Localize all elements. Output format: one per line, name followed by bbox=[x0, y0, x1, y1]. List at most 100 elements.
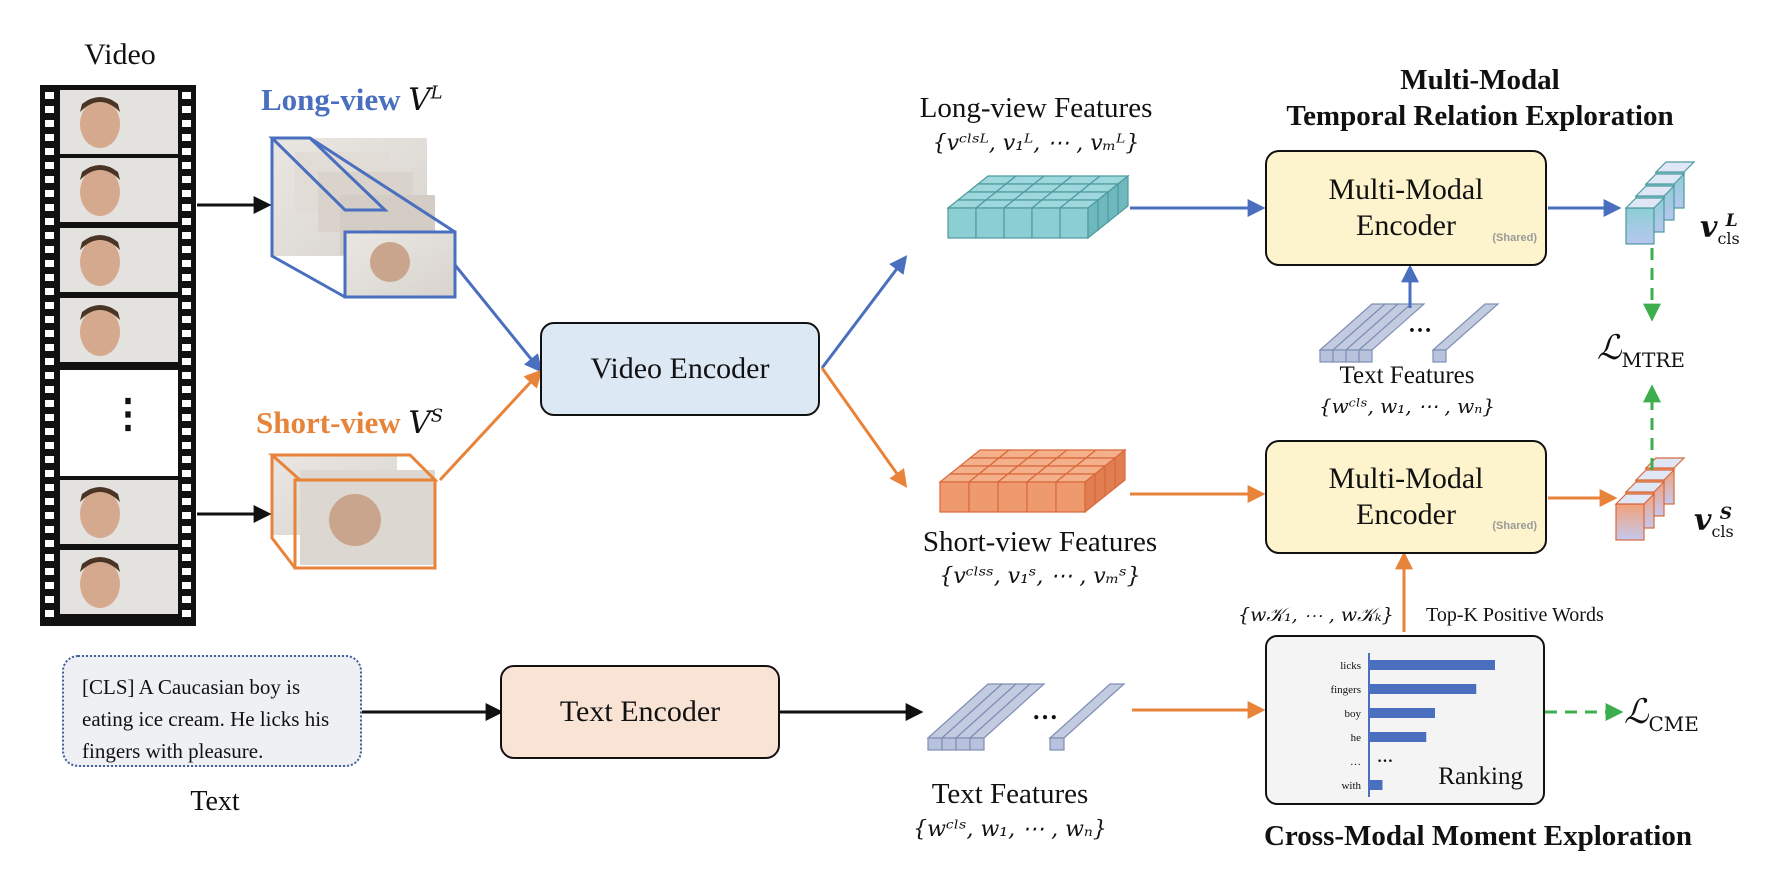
grid-cell-front bbox=[1026, 481, 1057, 513]
long-view-text: Long-view bbox=[261, 82, 401, 117]
ranking-word-label: fingers bbox=[1330, 684, 1361, 696]
text-features-title: Text Features bbox=[931, 778, 1089, 810]
text-features-formula: {wᶜˡˢ, w₁, ⋯ , wₙ} bbox=[913, 817, 1107, 842]
frame-hair bbox=[80, 235, 120, 250]
cls-token-top bbox=[1624, 481, 1666, 493]
frame-hair bbox=[80, 165, 120, 180]
film-perforation bbox=[182, 148, 191, 155]
film-perforation bbox=[182, 484, 191, 491]
text-feature-bars-bottom bbox=[926, 683, 1126, 751]
film-perforation bbox=[182, 92, 191, 99]
text-token-front bbox=[1432, 349, 1447, 363]
film-perforation bbox=[182, 512, 191, 519]
film-perforation bbox=[45, 106, 54, 113]
film-perforation bbox=[182, 176, 191, 183]
short-view-feature-grid bbox=[938, 448, 1127, 514]
film-perforation bbox=[182, 386, 191, 393]
film-perforation bbox=[45, 456, 54, 463]
ranking-word-label: he bbox=[1351, 732, 1362, 744]
grid-cell-front bbox=[975, 207, 1005, 239]
film-perforation bbox=[45, 134, 54, 141]
text-token-front bbox=[1319, 349, 1334, 363]
film-perforation bbox=[182, 526, 191, 533]
ranking-word-label: boy bbox=[1345, 708, 1362, 720]
cls-token-top bbox=[1644, 173, 1686, 185]
mm-encoder-top: Multi-Modal Encoder (Shared) bbox=[1265, 150, 1547, 266]
cls-token-top bbox=[1654, 161, 1696, 173]
long-view-label: Long-view VL bbox=[261, 82, 443, 118]
film-perforation bbox=[182, 106, 191, 113]
frame-hair bbox=[80, 97, 120, 112]
grid-cell-side bbox=[1087, 198, 1099, 240]
grid-cell-front bbox=[1059, 207, 1089, 239]
short-view-text: Short-view bbox=[256, 405, 401, 440]
text-token-front bbox=[1345, 349, 1360, 363]
mm-encoder-bottom-line1: Multi-Modal bbox=[1328, 462, 1484, 495]
ranking-label: Ranking bbox=[1438, 763, 1523, 790]
film-perforation bbox=[45, 246, 54, 253]
film-perforation bbox=[45, 176, 54, 183]
grid-cell-front bbox=[968, 481, 999, 513]
frame-face bbox=[80, 100, 120, 148]
film-perforation bbox=[45, 344, 54, 351]
film-perforation bbox=[45, 330, 54, 337]
film-perforation bbox=[182, 540, 191, 547]
film-perforation bbox=[182, 330, 191, 337]
arrows bbox=[197, 196, 1661, 721]
text-token-front bbox=[955, 737, 971, 751]
film-perforation bbox=[182, 204, 191, 211]
film-perforation bbox=[182, 498, 191, 505]
film-perforation bbox=[182, 302, 191, 309]
vcls-long-token-stack bbox=[1624, 161, 1696, 245]
mm-encoder-top-line2: Encoder bbox=[1356, 209, 1456, 242]
film-perforation bbox=[182, 400, 191, 407]
film-perforation bbox=[182, 344, 191, 351]
film-perforation bbox=[45, 260, 54, 267]
text-encoder-box: Text Encoder bbox=[500, 665, 780, 759]
film-perforation bbox=[182, 554, 191, 561]
vcls-short-label: vclsS bbox=[1694, 503, 1734, 541]
film-perforation bbox=[45, 400, 54, 407]
mtre-title-line2: Temporal Relation Exploration bbox=[1286, 100, 1674, 132]
film-perforation bbox=[182, 414, 191, 421]
film-perforation bbox=[45, 218, 54, 225]
film-perforation bbox=[45, 148, 54, 155]
film-perforation bbox=[45, 540, 54, 547]
vcls-short-token-stack bbox=[1614, 457, 1686, 541]
film-perforation bbox=[45, 316, 54, 323]
film-perforation bbox=[45, 190, 54, 197]
film-perforation bbox=[45, 274, 54, 281]
film-perforation bbox=[45, 442, 54, 449]
long-view-feature-grid bbox=[946, 174, 1130, 240]
film-perforation bbox=[45, 232, 54, 239]
cls-token-cell bbox=[1615, 503, 1645, 541]
text-features-mid-formula: {wᶜˡˢ, w₁, ⋯ , wₙ} bbox=[1318, 394, 1496, 418]
ranking-bar bbox=[1370, 780, 1383, 790]
ranking-bar bbox=[1370, 684, 1477, 694]
film-perforation bbox=[182, 372, 191, 379]
mm-encoder-bottom-line2: Encoder bbox=[1356, 498, 1456, 531]
cls-token-top bbox=[1614, 493, 1656, 505]
ranking-word-label: licks bbox=[1340, 660, 1361, 672]
mm-encoder-bottom-shared: (Shared) bbox=[1492, 520, 1537, 532]
film-perforation bbox=[45, 498, 54, 505]
film-ellipsis: ⋮ bbox=[108, 391, 148, 436]
topk-label: Top-K Positive Words bbox=[1426, 604, 1604, 626]
long-features-title: Long-view Features bbox=[919, 92, 1153, 124]
mtre-title-line1: Multi-Modal bbox=[1400, 64, 1560, 96]
mm-encoder-bottom: Multi-Modal Encoder (Shared) bbox=[1265, 440, 1547, 554]
film-perforation bbox=[45, 554, 54, 561]
text-token-top bbox=[1431, 303, 1500, 351]
film-perforation bbox=[45, 386, 54, 393]
text-caption-box: [CLS] A Caucasian boy is eating ice crea… bbox=[62, 655, 362, 767]
grid-cell-front bbox=[1055, 481, 1086, 513]
film-perforation bbox=[45, 288, 54, 295]
frame-hair bbox=[80, 487, 120, 502]
mm-encoder-top-shared: (Shared) bbox=[1492, 232, 1537, 244]
film-perforation bbox=[45, 526, 54, 533]
cls-token-top bbox=[1634, 185, 1676, 197]
cme-title: Cross-Modal Moment Exploration bbox=[1263, 820, 1693, 852]
short-view-clip bbox=[268, 453, 439, 570]
text-token-front bbox=[927, 737, 943, 751]
